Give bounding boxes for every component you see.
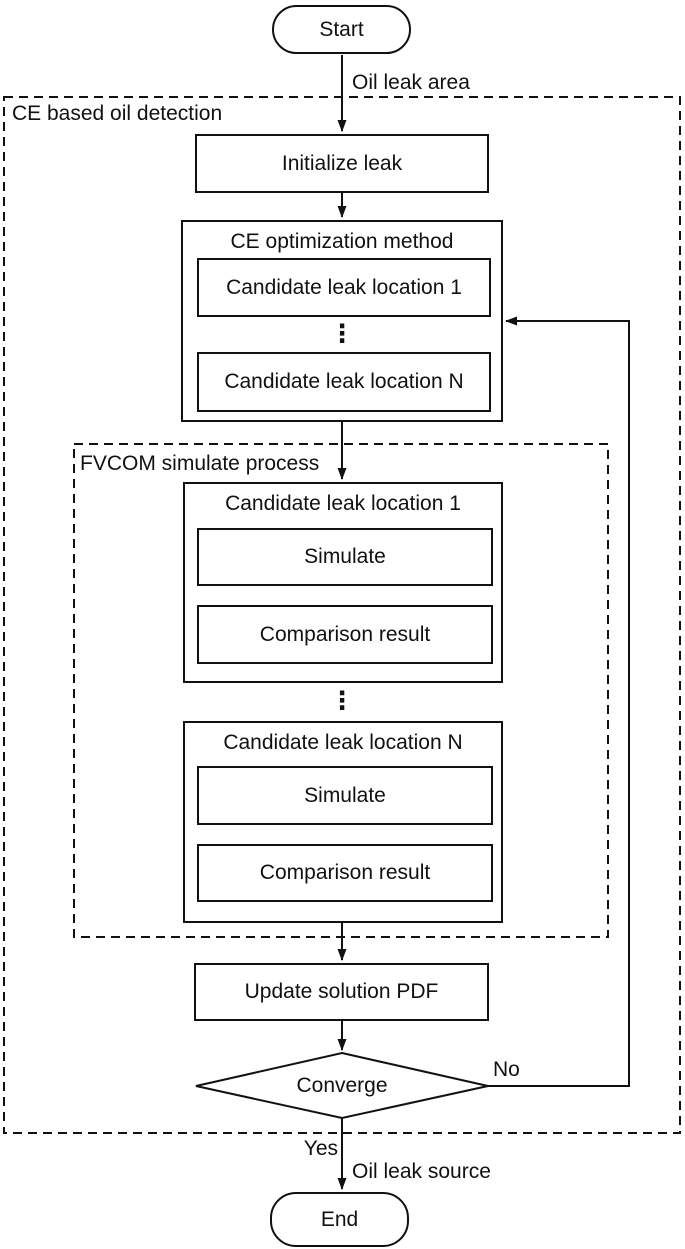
- fvcom-candidate-n-title: Candidate leak location N: [223, 731, 463, 754]
- end-label: End: [320, 1207, 359, 1231]
- fvcom-container-label: FVCOM simulate process: [80, 452, 320, 475]
- ce-candidates-ellipsis: ⋮: [329, 320, 355, 348]
- edge-no-loop: [488, 316, 630, 1087]
- initialize-leak-node: Initialize leak: [195, 134, 489, 193]
- fvcom-candidate-n-simulate-node: Simulate: [197, 766, 493, 825]
- fvcom-candidate-1-group: Candidate leak location 1 Simulate Compa…: [183, 482, 503, 683]
- edge-label-yes: Yes: [303, 1137, 338, 1160]
- initialize-leak-label: Initialize leak: [281, 151, 403, 175]
- ce-candidate-1-node: Candidate leak location 1: [197, 258, 491, 317]
- end-node: End: [270, 1192, 409, 1247]
- start-node: Start: [272, 5, 411, 54]
- converge-diamond: [195, 1051, 489, 1120]
- start-label: Start: [319, 17, 364, 41]
- converge-label: Converge: [296, 1074, 388, 1097]
- edge-label-oil-leak-source: Oil leak source: [352, 1160, 491, 1183]
- simulate-label: Simulate: [304, 783, 386, 807]
- edge-label-oil-leak-area: Oil leak area: [352, 71, 470, 94]
- ce-candidate-n-node: Candidate leak location N: [197, 352, 491, 412]
- comparison-result-label: Comparison result: [259, 622, 431, 646]
- edge-label-no: No: [493, 1058, 520, 1081]
- fvcom-candidate-1-comparison-node: Comparison result: [197, 605, 493, 664]
- update-solution-pdf-label: Update solution PDF: [244, 980, 439, 1003]
- ce-optimization-group: CE optimization method Candidate leak lo…: [181, 220, 503, 422]
- ce-candidate-n-label: Candidate leak location N: [224, 370, 464, 393]
- ce-optimization-title: CE optimization method: [230, 230, 454, 253]
- ce-detection-container-label: CE based oil detection: [12, 102, 223, 125]
- fvcom-candidate-1-simulate-node: Simulate: [197, 528, 493, 586]
- fvcom-candidate-n-comparison-node: Comparison result: [197, 844, 493, 902]
- ce-candidate-1-label: Candidate leak location 1: [226, 275, 462, 299]
- update-solution-pdf-node: Update solution PDF: [194, 963, 489, 1021]
- comparison-result-label: Comparison result: [259, 861, 431, 884]
- fvcom-candidate-n-group: Candidate leak location N Simulate Compa…: [183, 721, 503, 923]
- fvcom-candidate-1-title: Candidate leak location 1: [225, 492, 461, 515]
- simulate-label: Simulate: [304, 545, 386, 568]
- fvcom-groups-ellipsis: ⋮: [329, 687, 355, 715]
